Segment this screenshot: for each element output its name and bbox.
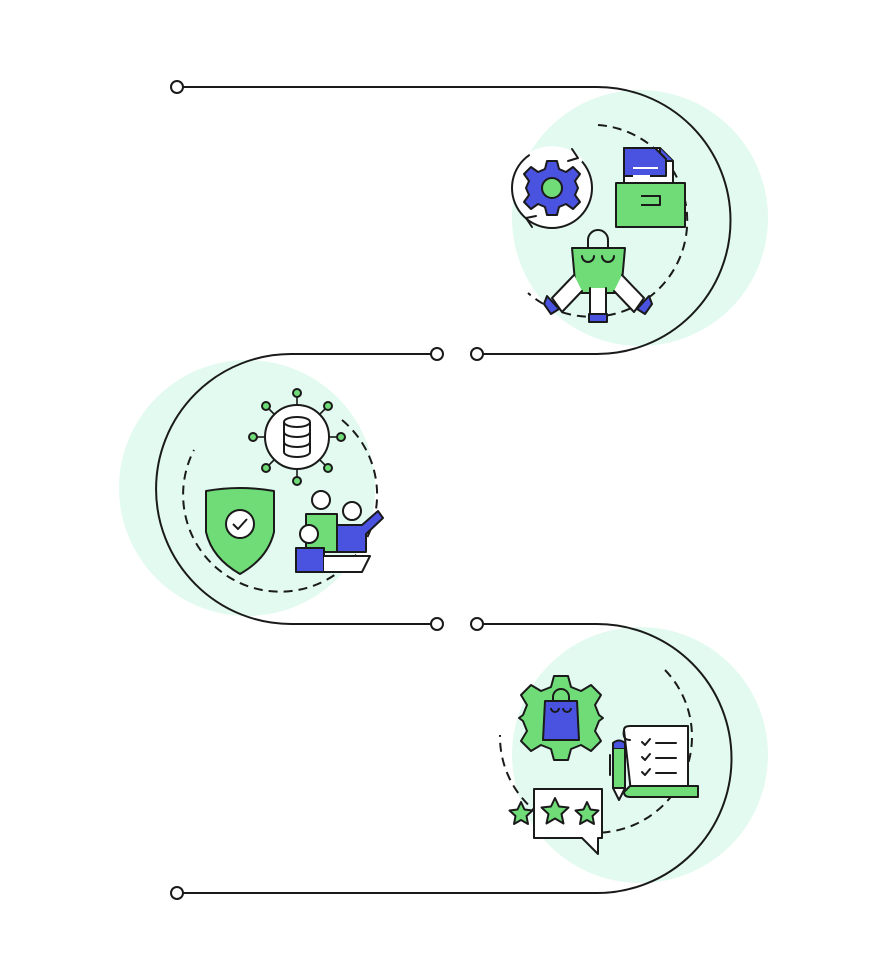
shield-check-icon bbox=[205, 487, 275, 575]
team-presentation-icon bbox=[295, 490, 384, 573]
star-1-icon bbox=[508, 801, 534, 825]
timeline-connector bbox=[155, 86, 733, 894]
node-1-end bbox=[430, 347, 444, 361]
node-2-start bbox=[470, 347, 484, 361]
step-3-dashed-arc bbox=[498, 669, 693, 834]
node-3-start bbox=[470, 617, 484, 631]
step-2-dashed-arc bbox=[182, 419, 379, 593]
timeline-nodes bbox=[170, 80, 484, 900]
checklist-pen-icon bbox=[609, 725, 699, 801]
end-node bbox=[170, 886, 184, 900]
gear-refresh-icon bbox=[511, 146, 593, 229]
hands-shopping-bag-icon bbox=[543, 229, 653, 323]
step-1-dashed-arc bbox=[527, 124, 689, 318]
database-network-icon bbox=[248, 388, 346, 486]
gear-shopping-bag-icon bbox=[518, 675, 604, 761]
star-rating-bubble-icon bbox=[508, 788, 603, 855]
star-2-icon bbox=[540, 797, 570, 825]
star-3-icon bbox=[574, 801, 600, 825]
document-folder-icon bbox=[615, 147, 686, 228]
node-2-end bbox=[430, 617, 444, 631]
start-node bbox=[170, 80, 184, 94]
